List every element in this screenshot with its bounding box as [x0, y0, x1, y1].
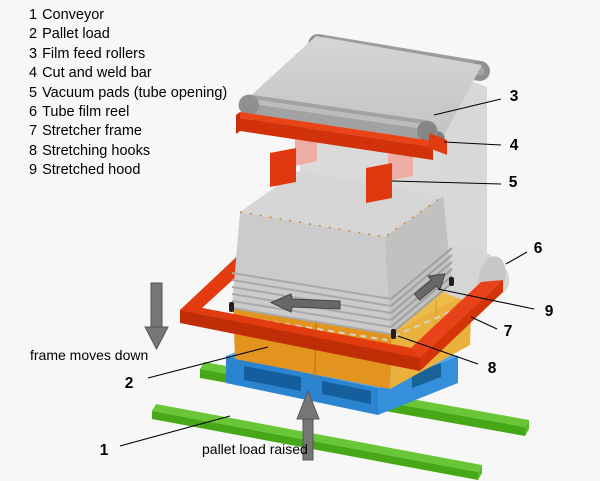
- leader-4: [443, 141, 502, 146]
- film-feed-rollers: [238, 94, 445, 147]
- film-sheet: [246, 36, 482, 143]
- stretch-direction-arrows: [269, 273, 446, 313]
- pallet-fork-hole: [322, 381, 371, 404]
- leader-2: [147, 346, 269, 379]
- callout-3: 3: [509, 88, 519, 105]
- leader-8: [397, 335, 479, 365]
- callout-7: 7: [503, 323, 513, 340]
- film-feed-assembly: [236, 34, 490, 160]
- callout-2: 2: [124, 375, 134, 392]
- callout-4: 4: [509, 137, 519, 154]
- stretcher-frame-front: [180, 280, 503, 371]
- callout-6: 6: [533, 240, 543, 257]
- pallet-motion-label: pallet load raised: [202, 441, 308, 457]
- stretch-arrow-right: [413, 273, 446, 301]
- leader-1: [119, 415, 231, 447]
- vacuum-pad-front-left: [270, 148, 296, 187]
- stretch-arrow-left: [269, 293, 341, 313]
- cut-and-weld-bar: [236, 112, 447, 160]
- leader-6: [505, 251, 528, 265]
- leader-lines: [119, 98, 535, 447]
- leader-5: [391, 180, 502, 185]
- conveyor-rail-front: [152, 404, 482, 480]
- motion-arrows: [144, 282, 320, 461]
- frame-motion-label: frame moves down: [30, 347, 149, 363]
- vacuum-pad-front-right: [366, 163, 392, 203]
- pallet-fork-hole: [244, 366, 301, 391]
- callout-9: 9: [544, 303, 554, 320]
- leader-9: [437, 288, 535, 310]
- callout-5: 5: [508, 174, 518, 191]
- stretched-hood: [231, 171, 453, 335]
- leader-7: [470, 316, 498, 330]
- callout-8: 8: [487, 360, 497, 377]
- frame-down-arrow: [144, 282, 169, 351]
- pallet-up-arrow: [296, 389, 320, 461]
- pallet-fork-hole: [412, 363, 441, 388]
- callout-1: 1: [99, 442, 109, 459]
- leader-3: [433, 98, 502, 116]
- vacuum-pads: [270, 130, 413, 203]
- stretching-hooks: [229, 277, 454, 339]
